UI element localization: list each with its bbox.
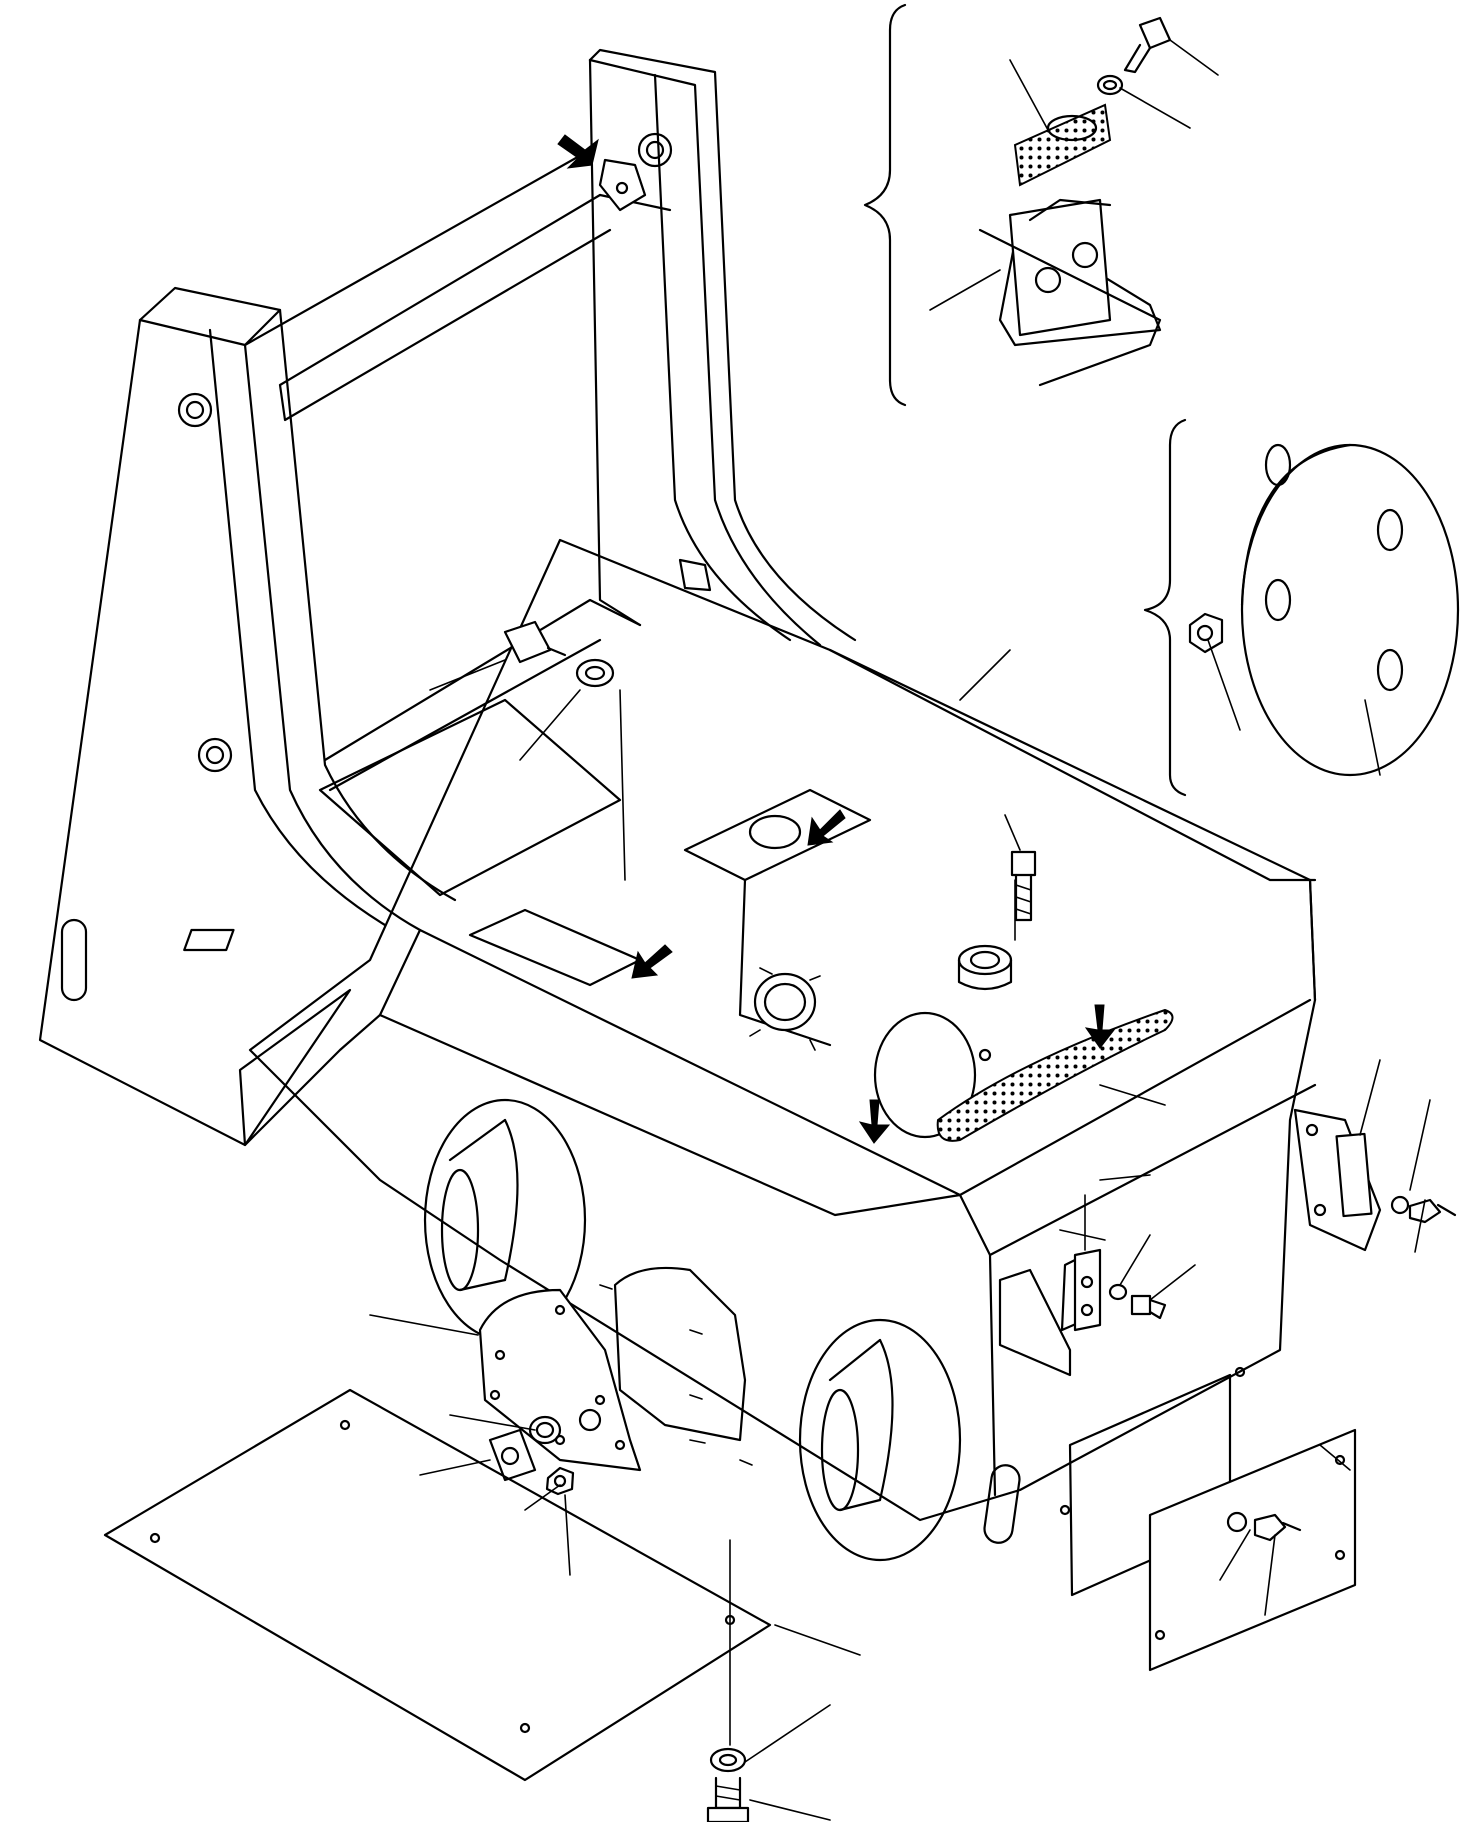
access-cover-plate [1150, 1430, 1355, 1670]
small-clip [680, 560, 710, 590]
cover-plate-rear [600, 1268, 752, 1465]
left-upright-plate [40, 320, 420, 1145]
lower-cross-beam [325, 600, 640, 790]
mount-bracket-center [685, 790, 870, 1045]
pin-boss [179, 394, 211, 426]
hinge-bracket-top [600, 160, 645, 210]
detail-round-plate [1242, 445, 1458, 775]
washer [577, 660, 613, 686]
bottom-plate [105, 1390, 770, 1780]
round-cap [750, 968, 820, 1050]
perforated-strip [938, 1010, 1173, 1141]
cover-plate-front [480, 1290, 640, 1470]
block-bracket [1075, 1250, 1100, 1330]
hex-bolt-center [1012, 852, 1035, 920]
upper-cross-beam [280, 195, 610, 420]
drain-plug [490, 1430, 535, 1480]
detail-bracket-assembly [1000, 200, 1160, 345]
detail-base-plate [980, 230, 1160, 385]
gear-housing-right [800, 1320, 960, 1560]
hex-nut-left [547, 1468, 573, 1494]
round-port [875, 1013, 990, 1137]
bolt-lower-right [1228, 1513, 1300, 1540]
floor-plate [320, 700, 620, 895]
plug-fitting [505, 622, 565, 662]
pin-boss [639, 134, 671, 166]
left-slot [62, 920, 86, 1000]
right-slot [983, 1463, 1022, 1544]
right-upright-plate [590, 50, 855, 640]
main-frame [40, 50, 1315, 1545]
bolt-bottom [708, 1778, 748, 1822]
seal-washer [530, 1417, 560, 1443]
detail-shim [1015, 105, 1110, 185]
pointer-arrows [558, 135, 1114, 1143]
pin-boss [199, 739, 231, 771]
detail-washer [1098, 76, 1122, 94]
detail-brace-upper [865, 5, 905, 405]
detail-brace-lower [1145, 420, 1185, 795]
washer-bottom [711, 1749, 745, 1771]
boss-nut-center [959, 946, 1011, 989]
detail-cap-screw [1125, 18, 1170, 72]
bolt-right [1392, 1197, 1455, 1222]
leader-lines [370, 40, 1430, 1820]
bolt-side [1110, 1285, 1165, 1318]
hinge-bracket-right [1295, 1110, 1380, 1250]
detail-lock-nut [1190, 614, 1222, 652]
side-bracket [1000, 1255, 1085, 1375]
